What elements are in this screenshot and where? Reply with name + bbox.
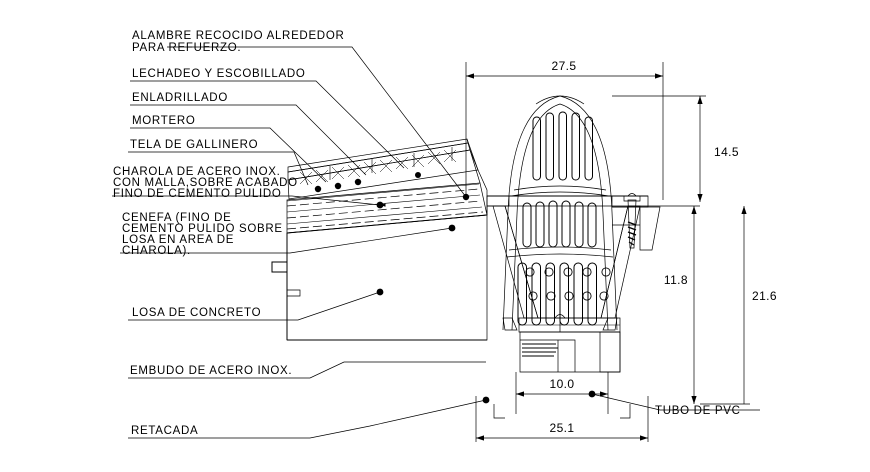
label-alambre-line2: PARA REFUERZO. — [132, 42, 241, 54]
label-cenefa-line1: CENEFA (FINO DE — [122, 212, 232, 224]
label-mortero: MORTERO — [132, 115, 195, 127]
dimension-top-width: 27.5 — [465, 59, 664, 200]
dimension-lower-height: 11.8 — [648, 205, 700, 404]
label-lechadeo: LECHADEO Y ESCOBILLADO — [132, 68, 305, 80]
label-cenefa-line2: CEMENTO PULIDO SOBRE — [122, 223, 283, 235]
label-charola-line2: CON MALLA,SOBRE ACABADO — [113, 177, 298, 189]
label-enladrillado: ENLADRILLADO — [132, 92, 228, 104]
dimension-base-width: 25.1 — [475, 396, 649, 442]
leader-lines — [112, 46, 760, 439]
label-cenefa-line4: CHAROLA). — [122, 245, 191, 257]
dim-upper-height-text: 14.5 — [714, 145, 739, 159]
label-tela: TELA DE GALLINERO — [130, 139, 258, 151]
label-charola-line3: FINO DE CEMENTO PULIDO — [113, 188, 282, 200]
concrete-slab — [271, 214, 488, 341]
dim-top-width-text: 27.5 — [552, 59, 577, 73]
label-alambre-line1: ALAMBRE RECOCIDO ALREDEDOR — [132, 30, 344, 42]
label-retacada: RETACADA — [131, 425, 198, 437]
dim-lower-height-text: 11.8 — [664, 273, 688, 287]
dome-grate — [502, 95, 618, 331]
label-losa: LOSA DE CONCRETO — [132, 307, 261, 319]
label-tubo-pvc: TUBO DE PVC — [655, 405, 741, 417]
drain-funnel-body — [486, 195, 649, 373]
dim-base-width-text: 25.1 — [550, 421, 575, 435]
cenefa-layers — [286, 182, 488, 234]
dimension-upper-height: 14.5 — [612, 95, 739, 202]
label-embudo: EMBUDO DE ACERO INOX. — [130, 365, 292, 377]
dim-pipe-width-text: 10.0 — [550, 377, 575, 391]
screw-fixing — [612, 193, 661, 251]
label-cenefa-line3: LOSA EN AREA DE — [122, 234, 234, 246]
annotation-labels: ALAMBRE RECOCIDO ALREDEDOR PARA REFUERZO… — [113, 30, 741, 437]
dimension-total-height: 21.6 — [700, 206, 777, 405]
dim-total-height-text: 21.6 — [752, 289, 777, 303]
label-charola-line1: CHAROLA DE ACERO INOX. — [113, 166, 281, 178]
